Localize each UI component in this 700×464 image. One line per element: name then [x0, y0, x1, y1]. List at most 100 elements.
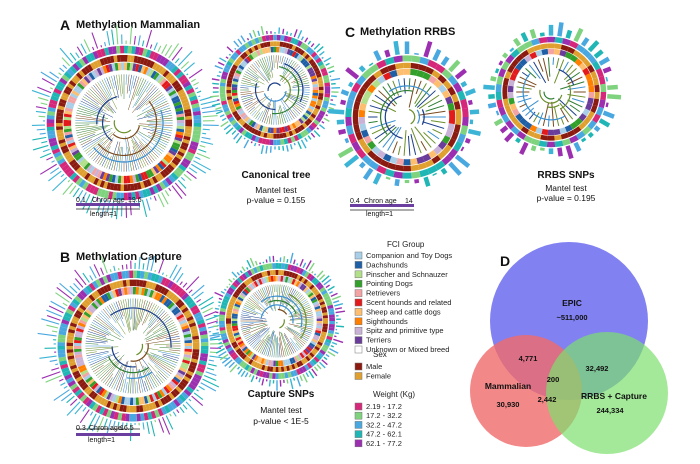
tree-ring-cell: [600, 92, 607, 101]
tree-ring-cell: [86, 174, 94, 182]
tree-ring-cell: [530, 38, 540, 46]
tree-outer-bar: [211, 102, 221, 107]
tree-ring-cell: [523, 40, 533, 49]
tree-branch: [284, 113, 289, 123]
tree-outer-bar: [260, 26, 264, 35]
tree-ring-cell: [433, 79, 443, 89]
tree-ring-cell: [114, 62, 119, 71]
tree-ring-cell: [249, 283, 255, 290]
tree-ring-cell: [181, 98, 189, 105]
tree-ring-cell: [234, 102, 241, 108]
tree-branch: [116, 146, 121, 172]
tree-outer-bar: [246, 266, 249, 270]
tree-ring-cell: [136, 56, 142, 64]
tree-ring-cell: [165, 290, 173, 298]
tree-outer-bar: [89, 266, 97, 279]
tree-ring-cell: [184, 346, 193, 350]
tree-ring-cell: [109, 282, 115, 291]
tree-outer-bar: [282, 28, 285, 35]
tree-outer-bar: [423, 40, 433, 58]
tree-branch: [266, 56, 271, 72]
tree-branch: [122, 368, 129, 393]
tree-outer-bar: [37, 86, 52, 94]
tree-ring-cell: [117, 62, 122, 71]
tree-ring-cell: [232, 308, 239, 313]
tree-branch: [427, 130, 440, 140]
tree-branch: [89, 88, 114, 113]
tree-ring-cell: [51, 147, 61, 155]
tree-branch: [263, 330, 274, 356]
tree-branch: [265, 331, 274, 356]
tree-branch: [292, 84, 310, 88]
tree-ring-cell: [321, 331, 327, 336]
tree-ring-cell: [284, 125, 289, 132]
tree-ring-cell: [177, 383, 185, 391]
tree-ring-cell: [259, 131, 265, 138]
tree-ring-cell: [164, 177, 173, 186]
tree-ring-cell: [145, 179, 152, 187]
tree-ring-cell: [148, 394, 155, 403]
legend-label: Male: [366, 362, 382, 371]
tree-ring-cell: [46, 114, 55, 120]
tree-ring-cell: [272, 366, 276, 373]
tree-ring-cell: [222, 298, 229, 304]
tree-ring-cell: [171, 378, 179, 386]
tree-ring-cell: [502, 77, 510, 86]
tree-ring-cell: [237, 56, 244, 62]
tree-outer-bar: [338, 128, 347, 135]
tree-ring-cell: [145, 49, 152, 58]
tree-branch: [291, 291, 300, 303]
tree-branch: [154, 365, 169, 379]
tree-ring-cell: [250, 38, 257, 46]
tree-ring-cell: [291, 357, 296, 364]
tree-branch: [294, 304, 310, 313]
tree-outer-bar: [62, 182, 74, 195]
tree-ring-cell: [188, 364, 197, 370]
tree-ring-cell: [81, 301, 89, 309]
tree-outer-bar: [286, 31, 289, 35]
tree-ring-cell: [294, 46, 300, 53]
tree-ring-cell: [327, 304, 334, 310]
tree-branch: [299, 301, 308, 307]
tree-ring-cell: [114, 175, 119, 184]
tree-outer-bar: [323, 117, 330, 122]
tree-ring-cell: [114, 395, 120, 404]
tree-ring-cell: [281, 263, 286, 270]
tree-branch: [149, 359, 171, 377]
tree-branch: [97, 140, 113, 164]
tree-outer-bar: [58, 72, 62, 76]
tree-branch: [241, 80, 258, 86]
tree-ring-cell: [74, 336, 82, 341]
tree-ring-cell: [313, 334, 320, 339]
tree-ring-cell: [76, 292, 85, 301]
tree-ring-cell: [182, 101, 190, 108]
tree-ring-cell: [64, 311, 73, 319]
tree-ring-cell: [384, 168, 395, 178]
tree-ring-cell: [301, 365, 307, 373]
tree-ring-cell: [509, 73, 517, 81]
tree-ring-cell: [68, 325, 77, 331]
tree-ring-cell: [188, 383, 197, 391]
tree-ring-cell: [452, 82, 463, 93]
tree-ring-cell: [236, 338, 243, 344]
tree-ring-cell: [76, 82, 85, 90]
tree-ring-cell: [168, 292, 175, 300]
legend-label: Unknown or Mixed breed: [366, 345, 449, 354]
tree-ring-cell: [244, 42, 251, 49]
tree-ring-cell: [595, 68, 604, 78]
tree-ring-cell: [283, 138, 289, 145]
tree-ring-cell: [233, 75, 240, 80]
tree-ring-cell: [447, 75, 458, 86]
tree-ring-cell: [135, 174, 140, 183]
tree-ring-cell: [296, 126, 303, 133]
tree-branch: [75, 124, 90, 126]
tree-ring-cell: [301, 285, 307, 292]
tree-ring-cell: [222, 338, 229, 344]
tree-branch: [278, 106, 284, 124]
tree-branch: [139, 144, 153, 163]
tree-ring-cell: [291, 363, 296, 370]
tree-ring-cell: [245, 357, 252, 364]
tree-ring-cell: [322, 323, 328, 327]
tree-ring-cell: [455, 108, 462, 117]
tree-outer-bar: [157, 194, 165, 208]
